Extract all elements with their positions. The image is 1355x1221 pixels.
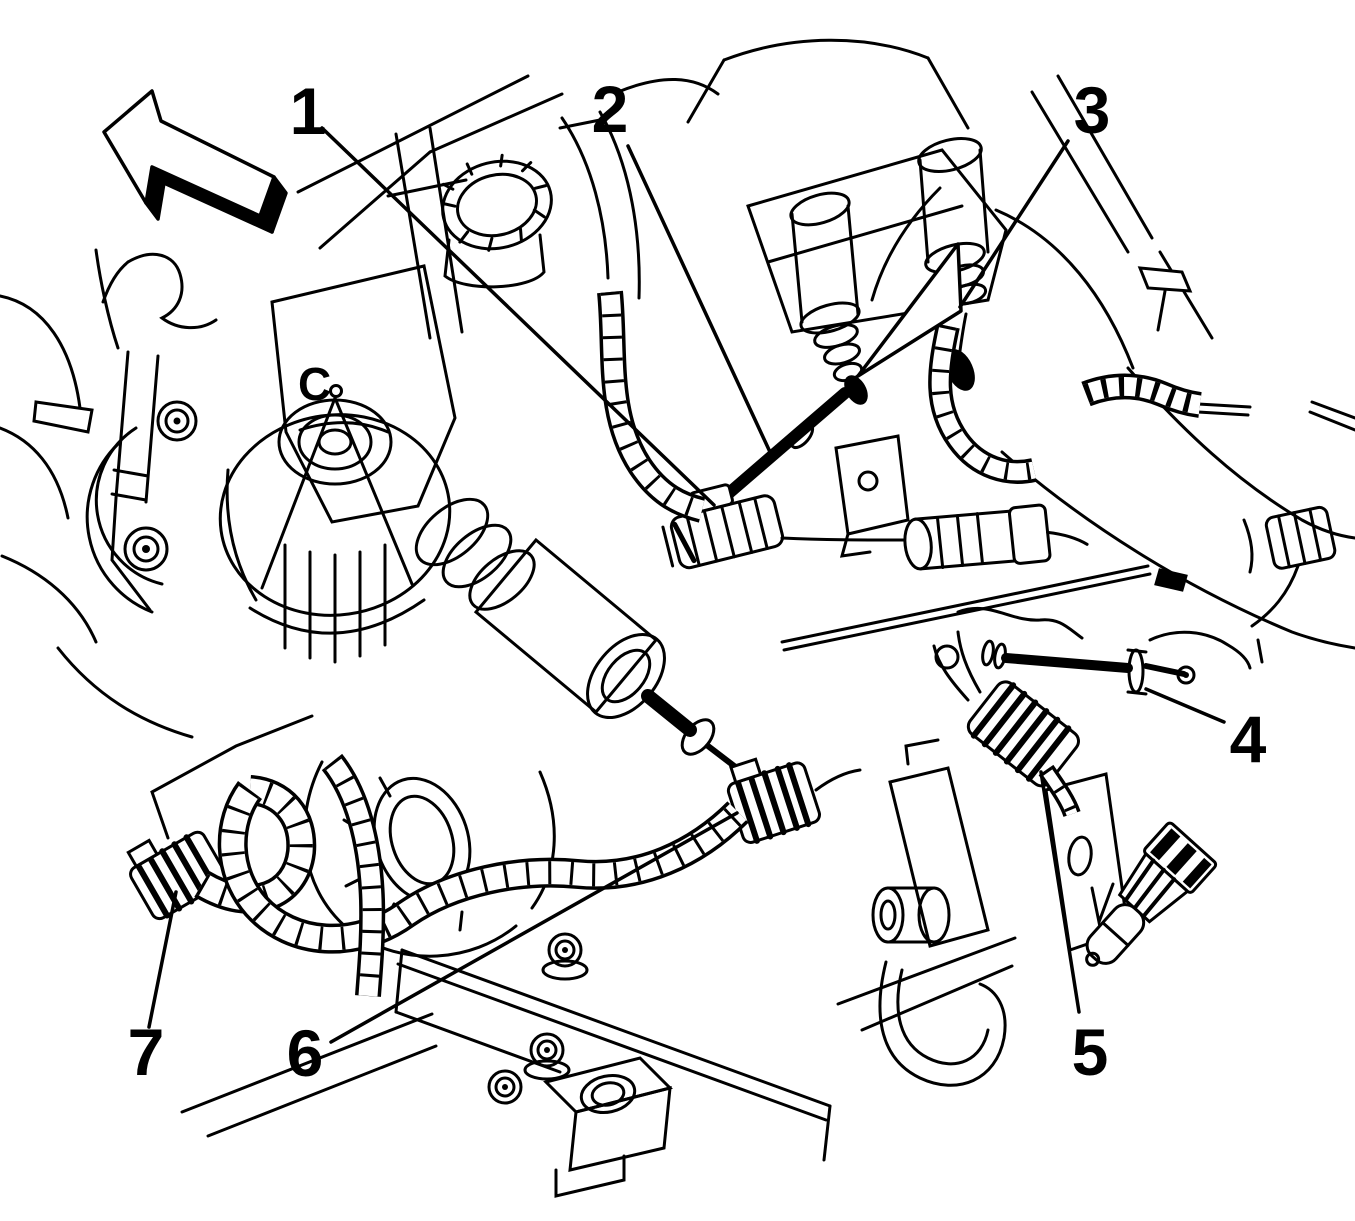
corrugated-harness-hoses <box>194 290 1202 997</box>
callout-4-leader-line <box>1144 687 1226 724</box>
callout-7-leader-line <box>147 890 178 1029</box>
callout-3-leader-line <box>958 139 1070 309</box>
engine-art-lines <box>0 38 1355 1198</box>
callout-layer: 1 2 3 4 5 6 7 <box>128 72 1267 1090</box>
callout-label-7: 7 <box>128 1015 165 1089</box>
direction-arrow-icon <box>102 89 288 234</box>
callout-label-3: 3 <box>1074 73 1111 147</box>
callout-2-leader-line <box>626 144 772 454</box>
callout-label-1: 1 <box>290 74 327 148</box>
callout-3-arrowhead <box>856 242 963 378</box>
callout-label-6: 6 <box>287 1016 324 1090</box>
callout-label-5: 5 <box>1072 1015 1109 1089</box>
callout-5-leader-line <box>1039 770 1081 1014</box>
part-marking: C <box>298 358 331 410</box>
callout-label-2: 2 <box>592 72 629 146</box>
callout-label-4: 4 <box>1230 702 1267 776</box>
callout-1-leader-line <box>320 126 716 507</box>
callout-6-leader-line <box>329 811 739 1044</box>
